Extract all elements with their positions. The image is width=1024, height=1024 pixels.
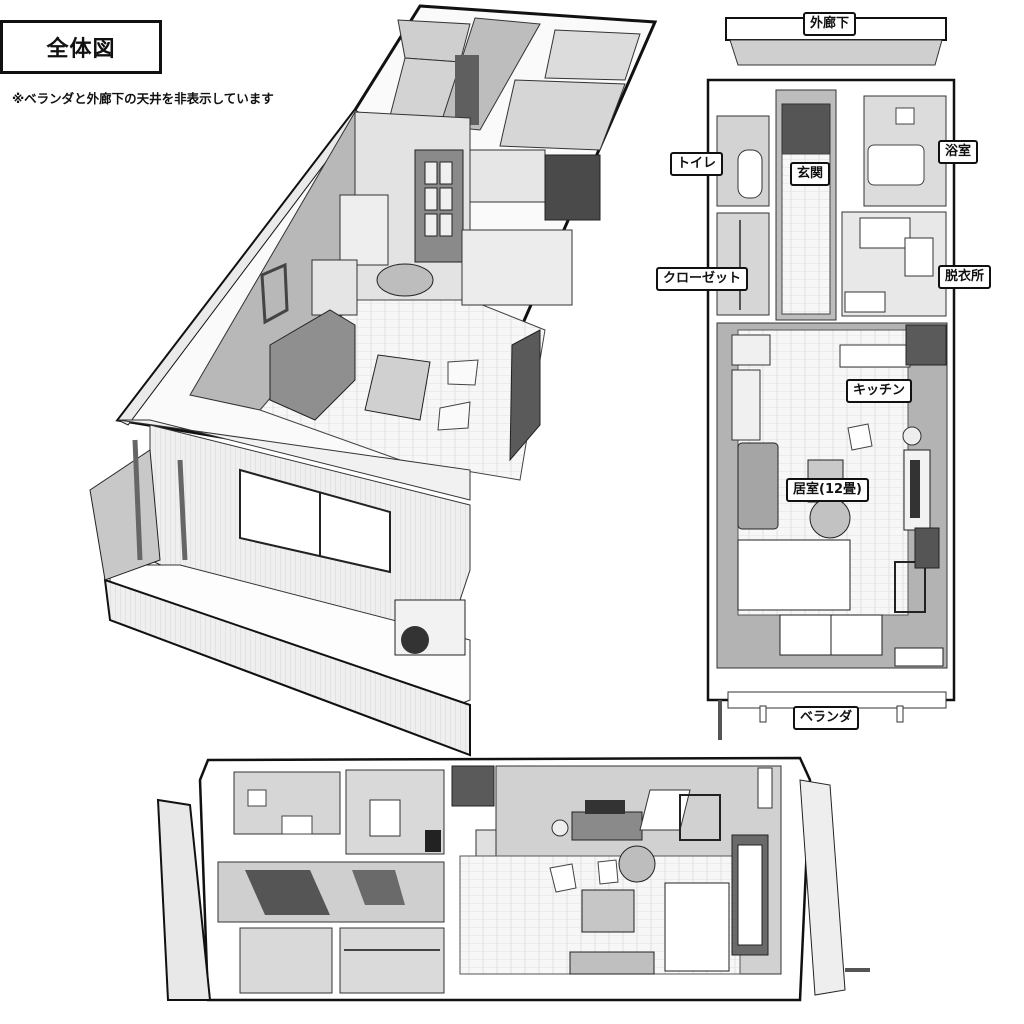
side-coffee-table (581, 889, 635, 933)
label-closet: クローゼット (656, 267, 749, 291)
side-closet (339, 927, 445, 994)
label-kitchen: キッチン (846, 379, 913, 403)
iso-cushion (447, 359, 479, 386)
iso-dressing-room (499, 79, 626, 151)
page-title: 全体図 (0, 20, 162, 74)
iso-cushion (437, 401, 471, 431)
iso-front-door (455, 55, 479, 125)
side-building (156, 756, 870, 1002)
side-ac-indoor (757, 767, 773, 809)
label-toilet: トイレ (670, 152, 724, 176)
iso-range-hood (544, 154, 601, 221)
plan-sofa (737, 442, 779, 530)
plan-bed (737, 539, 851, 611)
side-drying-rack (679, 794, 721, 841)
iso-veranda-railing (103, 578, 471, 757)
iso-fridge (339, 194, 389, 266)
side-bed (664, 882, 730, 972)
side-veranda (799, 779, 846, 996)
plan-range-hood (905, 324, 947, 366)
iso-kitchen-counter (461, 229, 573, 306)
plan-outer-corridor (729, 39, 943, 66)
label-bathroom: 浴室 (938, 140, 979, 164)
label-veranda: ベランダ (793, 706, 860, 730)
label-dressing-room: 脱衣所 (938, 265, 992, 289)
iso-sliding-window (239, 468, 391, 574)
side-outer-corridor (156, 798, 212, 1001)
side-toilet (239, 927, 333, 994)
label-outer-corridor: 外廊下 (803, 12, 857, 36)
iso-sofa (269, 309, 356, 421)
isometric-building (89, 4, 658, 757)
iso-shelf (311, 259, 358, 316)
iso-veranda-door (89, 449, 161, 581)
ceiling-note: ※ベランダと外廊下の天井を非表示しています (12, 91, 274, 106)
iso-coffee-table (364, 354, 431, 421)
side-dresser (571, 811, 643, 841)
label-living-room: 居室(12畳) (786, 478, 869, 502)
plan-fridge (731, 369, 761, 441)
iso-picture-frame (260, 262, 289, 325)
side-round-table (618, 845, 656, 883)
iso-bathroom (544, 29, 641, 81)
page-title-text: 全体図 (46, 37, 116, 62)
side-range-hood (451, 765, 495, 807)
label-entrance: 玄関 (790, 162, 831, 186)
iso-interior-door (414, 149, 464, 263)
iso-round-table (376, 263, 434, 297)
side-sofa (569, 951, 655, 975)
plan-ac-unit (894, 647, 944, 667)
iso-tv (509, 329, 541, 462)
plan-closet-room (716, 212, 770, 316)
iso-kitchen-cabinets (469, 149, 546, 203)
